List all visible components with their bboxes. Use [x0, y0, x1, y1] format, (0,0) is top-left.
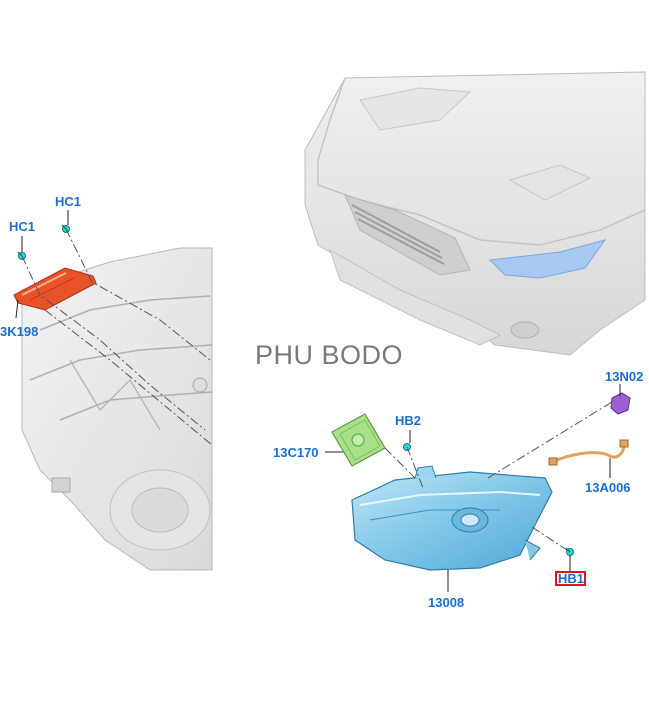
callout-13c170[interactable]: 13C170	[273, 445, 319, 460]
leader-lines	[15, 210, 621, 592]
callout-13k198[interactable]: 3K198	[0, 324, 38, 339]
callout-13008[interactable]: 13008	[428, 595, 464, 610]
ballast-13c170[interactable]	[331, 413, 386, 467]
purple-connector-icon[interactable]	[610, 392, 631, 415]
assembly-lines-left	[21, 228, 213, 446]
assembly-lines-right	[384, 401, 613, 553]
watermark-text: PHU BODO	[255, 340, 404, 370]
car-headlamp-highlight	[488, 239, 607, 279]
grille	[351, 204, 445, 265]
clip-fastener-icon[interactable]	[17, 251, 26, 260]
callout-hc1-left[interactable]: HC1	[9, 219, 35, 234]
highlight-box-hb1	[555, 571, 586, 586]
wire-harness-13a006[interactable]	[548, 439, 629, 466]
callout-13a006[interactable]: 13A006	[585, 480, 631, 495]
clip-fastener-icon[interactable]	[61, 224, 70, 233]
car-front-illustration	[304, 71, 646, 356]
callout-13n021[interactable]: 13N02	[605, 369, 643, 384]
headlamp-13008[interactable]	[351, 465, 553, 571]
callout-hb2[interactable]: HB2	[395, 413, 421, 428]
callout-hc1-top[interactable]: HC1	[55, 194, 81, 209]
clip-fastener-icon[interactable]	[565, 547, 574, 556]
callout-hb1[interactable]: HB1	[558, 571, 584, 586]
